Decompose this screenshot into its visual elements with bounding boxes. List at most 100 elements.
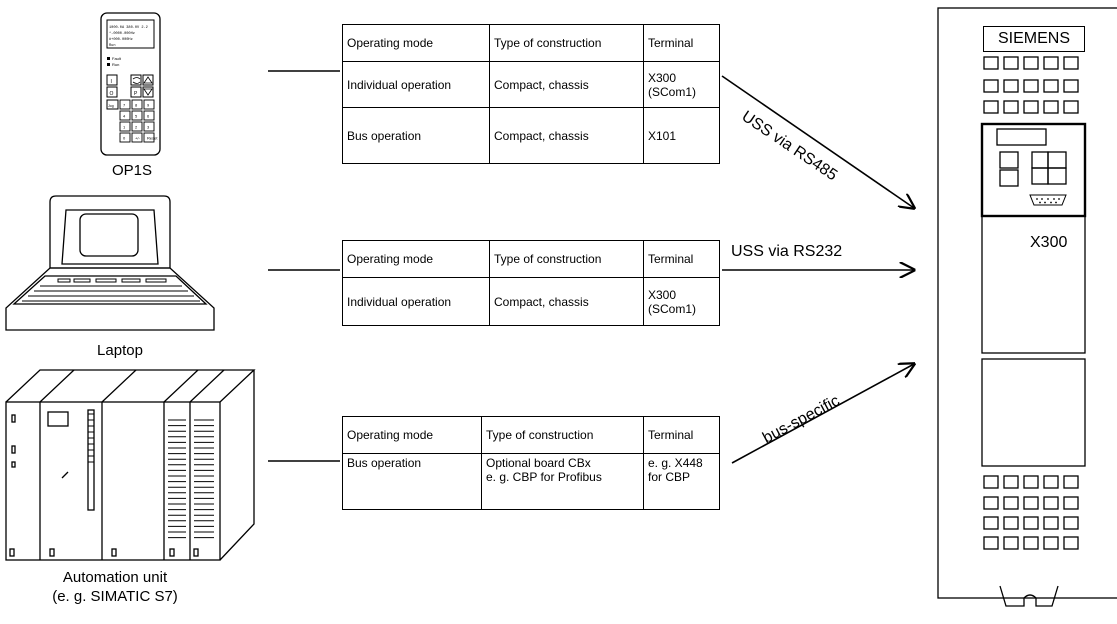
interface-table-laptop: Operating mode Type of construction Term… xyxy=(342,240,720,326)
table-header-row: Operating mode Type of construction Term… xyxy=(342,416,720,454)
converter-vent-slot xyxy=(1043,56,1059,70)
rs232-label: USS via RS232 xyxy=(731,243,843,260)
converter-housing xyxy=(937,7,1117,599)
op1s-key-label: 0 xyxy=(123,136,126,141)
table-header-cell: Operating mode xyxy=(342,240,490,278)
table-header-cell: Type of construction xyxy=(489,240,644,278)
up-key-icon xyxy=(142,74,154,86)
op1s-led-label: Fault xyxy=(112,56,122,61)
converter-vent-slot xyxy=(1063,475,1079,489)
laptop-keyboard xyxy=(12,275,208,305)
automation-unit-label: Automation unit xyxy=(62,569,168,586)
op1s-key-label: 9 xyxy=(147,103,150,108)
op1s-keypad-key xyxy=(143,110,155,121)
converter-window-upper xyxy=(981,215,1086,354)
op1s-key-label: +/- xyxy=(135,136,140,141)
converter-vent-slot xyxy=(1023,496,1039,510)
op1s-display-line: 1000.0A 380.0V 2.2 xyxy=(109,26,148,30)
interface-key xyxy=(999,169,1019,187)
table-cell: Compact, chassis xyxy=(489,277,644,326)
reverse-arrows-icon xyxy=(132,77,141,84)
table-cell: Compact, chassis xyxy=(489,61,644,108)
led-icon xyxy=(107,57,110,60)
op1s-key-label: O xyxy=(110,91,114,97)
laptop-base xyxy=(5,267,215,331)
laptop-key xyxy=(57,278,71,283)
rack-front xyxy=(5,401,221,561)
module-foot-icon xyxy=(9,548,15,557)
reverse-key-icon xyxy=(130,74,142,86)
converter-vent-slot xyxy=(1003,496,1019,510)
op1s-keypad-key xyxy=(143,121,155,132)
converter-vent-slot xyxy=(1023,79,1039,93)
module-slot-icon xyxy=(11,445,16,454)
converter-vent-slot xyxy=(1023,475,1039,489)
module-slot-icon xyxy=(11,461,16,468)
converter-unit xyxy=(937,7,1117,607)
op1s-keypad-key xyxy=(131,110,143,121)
converter-vent-slot xyxy=(1043,475,1059,489)
converter-vent-slot xyxy=(1063,100,1079,114)
op1s-key-label: 6 xyxy=(147,114,150,119)
table-header-cell: Type of construction xyxy=(481,416,644,454)
op1s-keypad-key xyxy=(143,132,155,143)
converter-vent-slot xyxy=(1063,496,1079,510)
table-header-cell: Terminal xyxy=(643,240,720,278)
converter-vent-slot xyxy=(983,536,999,550)
op1s-label: OP1S xyxy=(111,162,153,179)
laptop-key xyxy=(95,278,117,283)
table-header-cell: Type of construction xyxy=(489,24,644,62)
converter-vent-slot xyxy=(1043,536,1059,550)
rack-vents xyxy=(88,413,214,539)
down-key-icon xyxy=(142,86,154,98)
laptop-keys xyxy=(22,278,200,302)
siemens-logo: SIEMENS xyxy=(983,26,1085,52)
op1s-keypad-key xyxy=(131,132,143,143)
converter-vent-slot xyxy=(1063,536,1079,550)
table-row: Bus operation Optional board CBx e. g. C… xyxy=(342,453,720,510)
converter-vent-slot xyxy=(983,100,999,114)
up-arrow-icon xyxy=(143,76,153,84)
table-cell: Compact, chassis xyxy=(489,107,644,164)
table-row: Individual operation Compact, chassis X3… xyxy=(342,61,720,108)
op1s-key-label: 1 xyxy=(123,125,126,130)
converter-vent-slot xyxy=(1023,516,1039,530)
down-arrow-icon xyxy=(143,88,153,96)
converter-vent-slot xyxy=(1023,100,1039,114)
converter-vent-slot xyxy=(1003,100,1019,114)
automation-unit-example-label: (e. g. SIMATIC S7) xyxy=(52,588,178,605)
table-header-row: Operating mode Type of construction Term… xyxy=(342,24,720,62)
converter-vent-slot xyxy=(1063,516,1079,530)
converter-vent-slot xyxy=(983,79,999,93)
table-header-cell: Terminal xyxy=(643,416,720,454)
table-cell: X101 xyxy=(643,107,720,164)
rack-frame-back xyxy=(5,369,256,403)
rack-right-side xyxy=(219,370,255,561)
laptop-screen xyxy=(79,213,139,257)
table-cell: X300 (SCom1) xyxy=(643,61,720,108)
converter-vent-slot xyxy=(983,516,999,530)
laptop-key xyxy=(73,278,91,283)
interface-table-op1s: Operating mode Type of construction Term… xyxy=(342,24,720,164)
op1s-key-label: Jog xyxy=(108,104,114,108)
converter-vent-slot xyxy=(1023,536,1039,550)
laptop-label: Laptop xyxy=(97,342,143,359)
op1s-key-label: I xyxy=(111,79,112,85)
module-foot-icon xyxy=(169,548,175,557)
bus-arrow xyxy=(731,364,914,464)
op1s-keypad-key xyxy=(119,121,131,132)
converter-vent-slot xyxy=(1023,56,1039,70)
converter-vent-slot xyxy=(1043,100,1059,114)
table-row: Individual operation Compact, chassis X3… xyxy=(342,277,720,326)
interface-key xyxy=(1047,167,1067,185)
converter-vent-slot xyxy=(983,496,999,510)
op1s-key-label: P xyxy=(134,91,138,97)
interface-key xyxy=(1031,151,1049,169)
module-slot-icon xyxy=(11,414,16,423)
table-cell: Bus operation xyxy=(342,453,482,510)
converter-vent-slot xyxy=(983,475,999,489)
converter-mounting-foot xyxy=(999,585,1059,607)
table-header-cell: Operating mode xyxy=(342,416,482,454)
table-header-row: Operating mode Type of construction Term… xyxy=(342,240,720,278)
